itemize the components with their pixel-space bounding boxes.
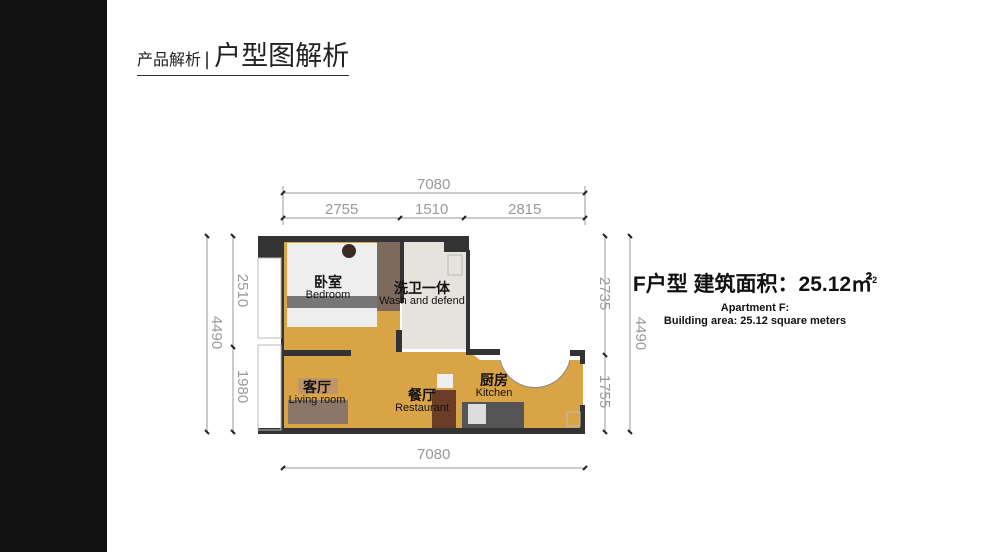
sink <box>468 404 486 424</box>
title-main: 户型图解析 <box>214 41 350 72</box>
area-en-line-1: Apartment F: <box>720 302 790 314</box>
page-title: 产品解析 | 户型图解析 <box>137 34 350 76</box>
apartment-info: F户型 建筑面积：25.12㎡2 Apartment F:Building ar… <box>610 268 900 328</box>
bed-blanket <box>287 296 377 308</box>
kitchen-door-swing <box>499 359 571 389</box>
dim-left-total: 4490 <box>208 315 226 350</box>
title-separator: | <box>204 49 211 70</box>
dim-top-seg-3: 2815 <box>508 201 542 218</box>
area-en-line-2: Building area: 25.12 square meters <box>663 315 847 328</box>
sofa <box>288 400 348 424</box>
bed <box>287 243 377 327</box>
dimension-ticks <box>204 190 633 471</box>
dim-top-seg-2: 1510 <box>415 201 449 218</box>
windows <box>257 254 581 431</box>
wardrobe <box>377 241 400 311</box>
area-heading: F户型 建筑面积：25.12㎡2 <box>632 273 878 296</box>
dim-top-total: 7080 <box>417 176 451 193</box>
dim-top-seg-1: 2755 <box>325 201 359 218</box>
bedside-lamp <box>342 244 356 258</box>
dim-right-seg-2: 1755 <box>596 374 614 409</box>
dim-left-seg-1: 2510 <box>234 273 252 308</box>
walls <box>258 236 585 434</box>
dim-left-seg-2: 1980 <box>234 369 252 404</box>
living-room-rug <box>298 378 338 394</box>
chair <box>437 374 453 388</box>
dining-table <box>432 390 456 428</box>
bathroom-tiles <box>402 241 468 349</box>
dim-bottom-total: 7080 <box>417 446 451 463</box>
left-sidebar-bar <box>0 0 107 552</box>
title-subtitle: 产品解析 <box>137 50 202 69</box>
